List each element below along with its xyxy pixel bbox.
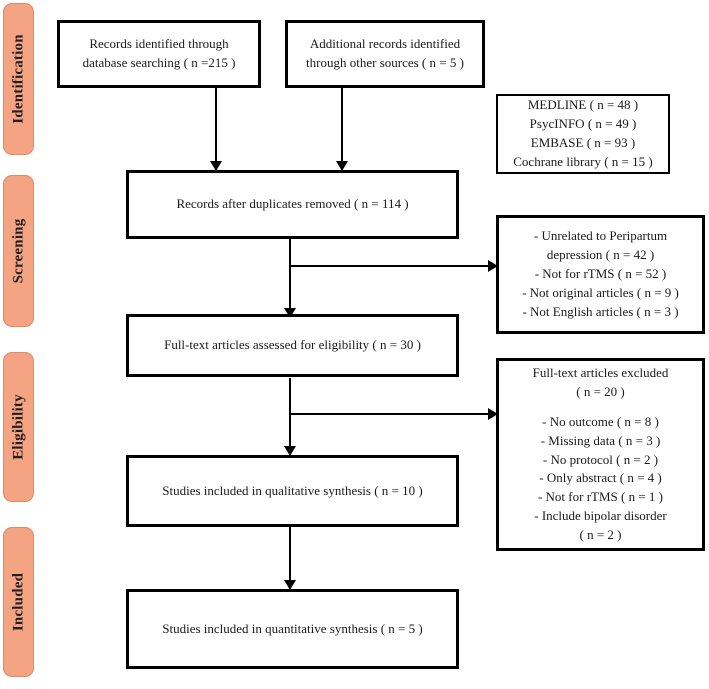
box-line: Studies included in quantitative synthes… (162, 620, 423, 636)
box-fulltext-articles-excluded: Full-text articles excluded ( n = 20 ) -… (496, 358, 705, 551)
arrow-down-icon-eligibility (284, 446, 296, 456)
box-line: - Missing data ( n = 3 ) (540, 432, 661, 448)
box-records-identified-database: Records identified through database sear… (57, 20, 261, 88)
connector-screening-exclusion-branch (289, 265, 494, 267)
box-line: Additional records identified (309, 36, 461, 52)
box-records-after-duplicates-removed: Records after duplicates removed ( n = 1… (126, 170, 459, 239)
stage-bar-eligibility: Eligibility (3, 352, 34, 502)
box-line: Records identified through (89, 36, 229, 52)
box-fulltext-articles-assessed: Full-text articles assessed for eligibil… (126, 314, 459, 377)
connector-identification-to-screening-left (215, 87, 217, 171)
box-line: - Include bipolar disorder (534, 508, 667, 524)
arrow-down-icon-left-identification (210, 161, 222, 171)
stage-bar-identification: Identification (3, 3, 34, 155)
box-line: - Not English articles ( n = 3 ) (522, 303, 679, 319)
box-screening-excluded-reasons: - Unrelated to Peripartum depression ( n… (496, 215, 705, 334)
stage-label-eligibility: Eligibility (10, 394, 26, 460)
box-line: - Not original articles ( n = 9 ) (522, 284, 679, 300)
box-line: ( n = 2 ) (579, 526, 622, 542)
box-line: - No protocol ( n = 2 ) (542, 451, 659, 467)
box-line: - Only abstract ( n = 4 ) (539, 470, 662, 486)
connector-eligibility-to-included (289, 378, 291, 456)
stage-bar-screening: Screening (3, 175, 34, 327)
connector-eligibility-exclusion-branch (289, 413, 494, 415)
box-additional-records-other-sources: Additional records identified through ot… (285, 20, 485, 88)
box-line: MEDLINE ( n = 48 ) (527, 97, 639, 113)
box-line: - Not for rTMS ( n = 52 ) (534, 266, 667, 282)
box-line: Full-text articles assessed for eligibil… (164, 337, 421, 353)
box-line: database searching ( n =215 ) (82, 55, 236, 70)
box-line: EMBASE ( n = 93 ) (530, 135, 636, 150)
spacer (507, 402, 694, 413)
box-line: Studies included in qualitative synthesi… (162, 482, 423, 498)
box-line: Full-text articles excluded (532, 365, 669, 381)
box-studies-quantitative-synthesis: Studies included in quantitative synthes… (126, 589, 459, 669)
box-line: Records after duplicates removed ( n = 1… (176, 196, 409, 212)
connector-screening-to-eligibility (289, 239, 291, 318)
arrow-down-icon-screening (284, 308, 296, 318)
arrow-down-icon-included (284, 580, 296, 590)
box-line: PsycINFO ( n = 49 ) (529, 116, 637, 132)
box-database-breakdown: MEDLINE ( n = 48 ) PsycINFO ( n = 49 ) E… (496, 94, 670, 174)
stage-label-included: Included (10, 572, 26, 632)
arrow-right-icon-eligibility-exclusion (488, 408, 498, 420)
box-line: depression ( n = 42 ) (546, 247, 655, 263)
box-line: Cochrane library ( n = 15 ) (513, 153, 653, 169)
connector-qualitative-to-quantitative (289, 527, 291, 590)
stage-label-identification: Identification (10, 34, 26, 124)
box-line: - No outcome ( n = 8 ) (542, 413, 659, 429)
box-line: ( n = 20 ) (576, 384, 625, 400)
stage-bar-included: Included (3, 527, 34, 677)
arrow-right-icon-screening-exclusion (488, 260, 498, 272)
box-line: - Not for rTMS ( n = 1 ) (537, 489, 664, 505)
box-line: through other sources ( n = 5 ) (306, 55, 464, 70)
box-studies-qualitative-synthesis: Studies included in qualitative synthesi… (126, 455, 459, 527)
connector-other-sources-to-screening (341, 87, 343, 171)
box-line: - Unrelated to Peripartum (533, 228, 668, 244)
stage-label-screening: Screening (10, 218, 26, 284)
arrow-down-icon-right-identification (336, 161, 348, 171)
